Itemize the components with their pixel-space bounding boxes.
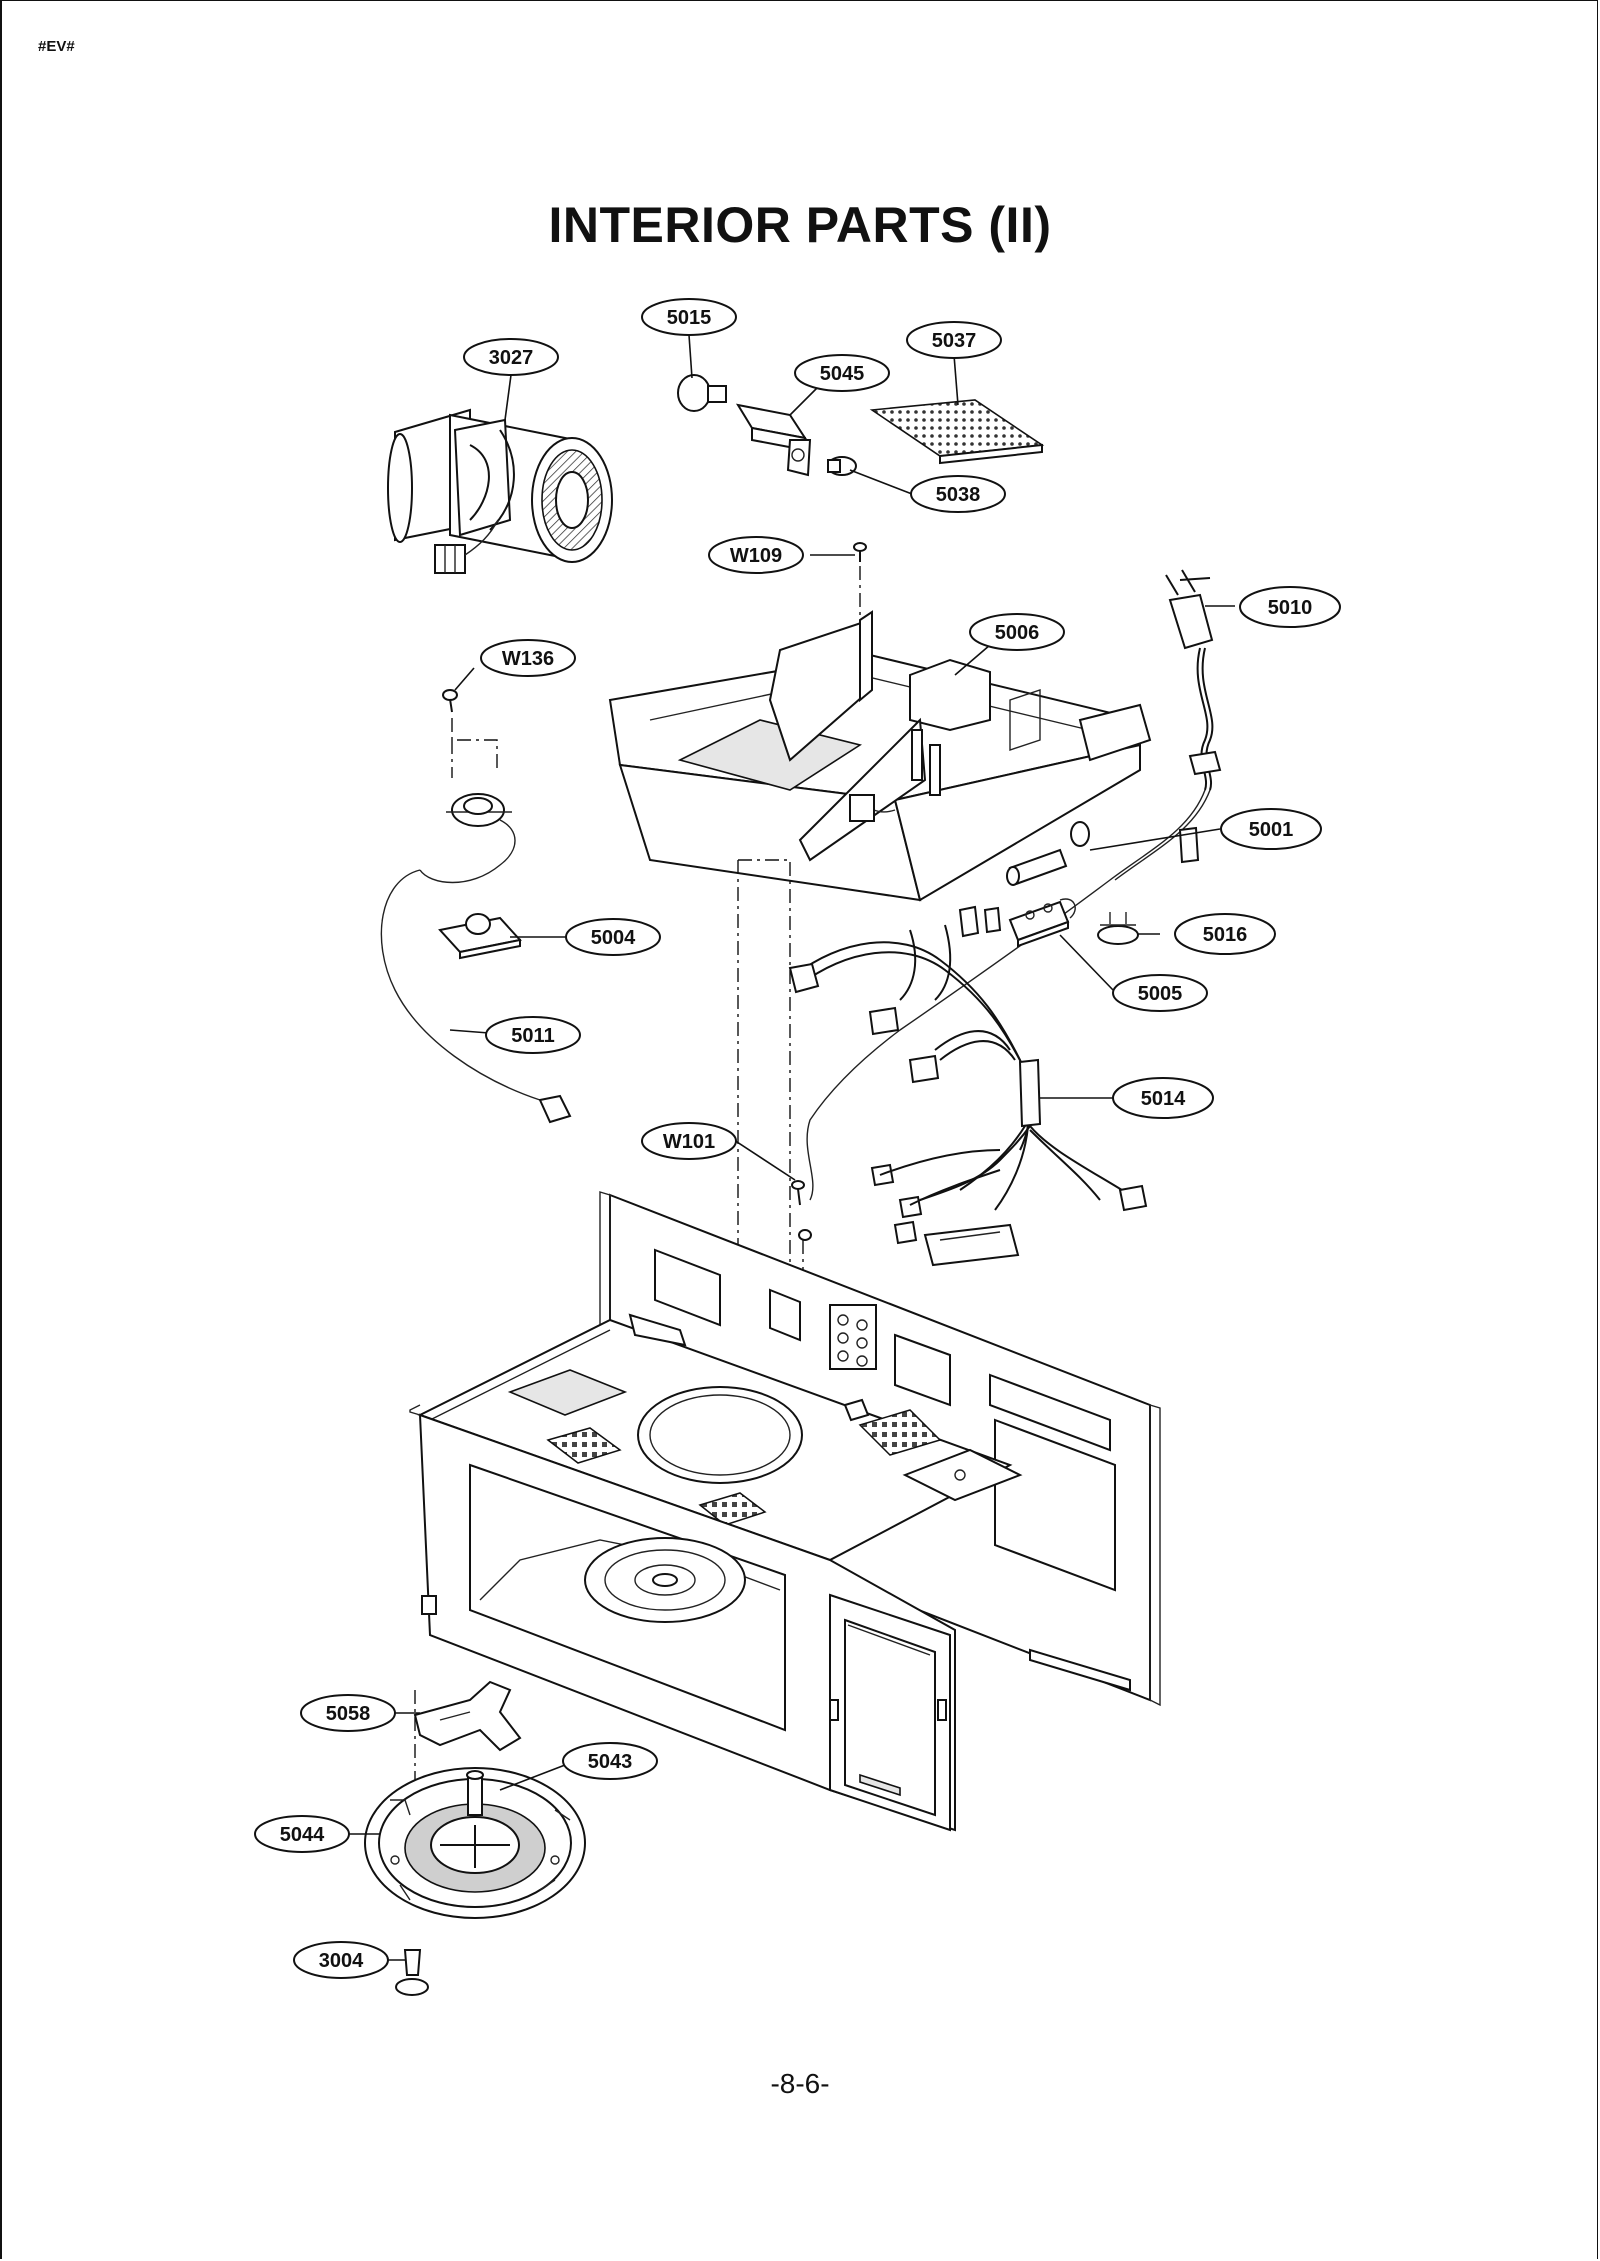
callout-label: 3004 bbox=[319, 1950, 364, 1972]
callout-label: 5037 bbox=[932, 330, 977, 352]
base-plate bbox=[608, 610, 1152, 902]
callout-label: 5014 bbox=[1141, 1088, 1186, 1110]
callout-w136: W136 bbox=[480, 639, 576, 677]
callout-5045: 5045 bbox=[794, 354, 890, 392]
callout-5015: 5015 bbox=[641, 298, 737, 336]
fuse-and-holder bbox=[1006, 821, 1139, 948]
callout-label: 5016 bbox=[1203, 924, 1248, 946]
callout-5014: 5014 bbox=[1112, 1077, 1214, 1119]
charcoal-filter bbox=[869, 399, 1045, 465]
document-code: #EV# bbox=[38, 38, 75, 55]
callout-label: 5006 bbox=[995, 622, 1040, 644]
callout-5011: 5011 bbox=[485, 1016, 581, 1054]
wire-harness bbox=[788, 905, 1148, 1267]
callout-5044: 5044 bbox=[254, 1815, 350, 1853]
thermistor-assembly bbox=[380, 689, 572, 1124]
leader-lines bbox=[342, 334, 1235, 1961]
callout-5037: 5037 bbox=[906, 321, 1002, 359]
callout-5016: 5016 bbox=[1174, 913, 1276, 955]
callout-label: 5005 bbox=[1138, 983, 1183, 1005]
oven-cavity-frame bbox=[409, 1191, 1161, 1832]
power-cord bbox=[806, 569, 1222, 1201]
callout-label: W109 bbox=[730, 545, 782, 567]
callout-label: 5001 bbox=[1249, 819, 1294, 841]
callout-label: 3027 bbox=[489, 347, 534, 369]
callout-5004: 5004 bbox=[565, 918, 661, 956]
turntable-motor-mount bbox=[364, 1767, 586, 1919]
callout-5058: 5058 bbox=[300, 1694, 396, 1732]
callout-w101: W101 bbox=[641, 1122, 737, 1160]
callout-5001: 5001 bbox=[1220, 808, 1322, 850]
callout-label: 5010 bbox=[1268, 597, 1313, 619]
page-number: -8-6- bbox=[770, 2068, 830, 2099]
foot-3004 bbox=[395, 1949, 429, 1996]
callout-5038: 5038 bbox=[910, 475, 1006, 513]
callout-label: 5043 bbox=[588, 1751, 633, 1773]
callout-label: W101 bbox=[663, 1131, 715, 1153]
callout-label: 5004 bbox=[591, 927, 636, 949]
screw-w109 bbox=[853, 542, 867, 780]
callout-label: 5038 bbox=[936, 484, 981, 506]
callout-label: 5045 bbox=[820, 363, 865, 385]
callout-label: 5058 bbox=[326, 1703, 371, 1725]
callout-label: 5015 bbox=[667, 307, 712, 329]
fan-motor-assembly bbox=[387, 408, 613, 574]
callout-w109: W109 bbox=[708, 536, 804, 574]
callout-label: W136 bbox=[502, 648, 554, 670]
callout-5043: 5043 bbox=[562, 1742, 658, 1780]
callout-3004: 3004 bbox=[293, 1941, 389, 1979]
callout-5006: 5006 bbox=[969, 613, 1065, 651]
stirrer-cover bbox=[413, 1680, 522, 1905]
callout-label: 5044 bbox=[280, 1824, 325, 1846]
lamp-assembly bbox=[677, 374, 857, 477]
callout-3027: 3027 bbox=[463, 338, 559, 376]
callout-label: 5011 bbox=[511, 1025, 554, 1047]
callout-5010: 5010 bbox=[1239, 586, 1341, 628]
page-title: INTERIOR PARTS (II) bbox=[548, 197, 1052, 253]
callout-5005: 5005 bbox=[1112, 974, 1208, 1012]
